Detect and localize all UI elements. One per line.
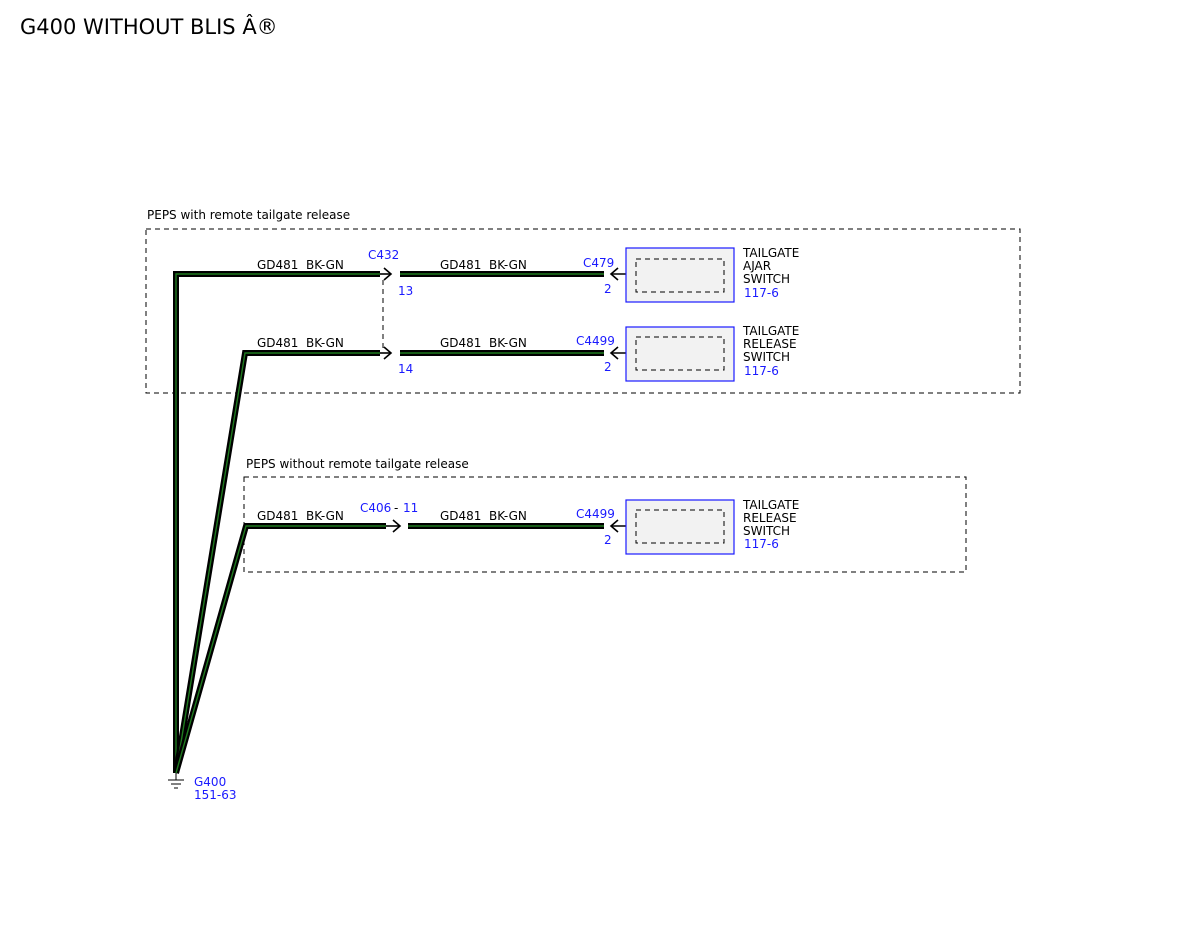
wire-circuit-label: GD481 [440,336,481,350]
c4499-pin-label: 2 [604,360,612,374]
c432-pin-13-label: 13 [398,284,413,298]
component-name-line: RELEASE [743,337,797,351]
c479-connector-label: C479 [583,256,614,270]
c432-connector-label: C432 [368,248,399,262]
ground-label: G400 [194,775,226,789]
component-ref-label: 117-6 [744,364,779,378]
wire-circuit-label: GD481 [257,509,298,523]
component-name-line: AJAR [743,259,771,273]
wire-color-label: BK-GN [306,509,344,523]
component-tailgate-release-switch [625,326,735,382]
component-ref-label: 117-6 [744,537,779,551]
c406-pin-label: 11 [403,501,418,515]
page-title: G400 WITHOUT BLIS Â® [20,14,278,39]
c4499-connector-label: C4499 [576,334,615,348]
c406-connector-label: C406 [360,501,391,515]
component-name-line: TAILGATE [742,246,799,260]
wire-color-label: BK-GN [306,336,344,350]
component-name-line: TAILGATE [742,324,799,338]
ground-ref-label: 151-63 [194,788,237,802]
c432-pin-14-label: 14 [398,362,413,376]
group-label-with-release: PEPS with remote tailgate release [147,208,350,222]
group-label-without-release: PEPS without remote tailgate release [246,457,469,471]
c4499-pin-label: 2 [604,533,612,547]
component-name-line: RELEASE [743,511,797,525]
component-name-line: TAILGATE [742,498,799,512]
wire-color-label: BK-GN [489,336,527,350]
wire-circuit-label: GD481 [257,336,298,350]
component-ref-label: 117-6 [744,286,779,300]
component-tailgate-ajar-switch [625,247,735,303]
wire-harness [173,271,604,774]
wire-circuit-label: GD481 [440,509,481,523]
c479-pin-label: 2 [604,282,612,296]
ground-icon [168,773,184,789]
wire-circuit-label: GD481 [257,258,298,272]
component-name-line: SWITCH [743,272,790,286]
c406-separator: - [394,501,398,515]
component-name-line: SWITCH [743,350,790,364]
c4499-connector-label: C4499 [576,507,615,521]
component-tailgate-release-switch [625,499,735,555]
wire-segment [173,350,380,774]
wire-color-label: BK-GN [306,258,344,272]
component-name-line: SWITCH [743,524,790,538]
wire-color-label: BK-GN [489,258,527,272]
wire-circuit-label: GD481 [440,258,481,272]
wire-color-label: BK-GN [489,509,527,523]
group-box-with-release [145,228,1021,394]
